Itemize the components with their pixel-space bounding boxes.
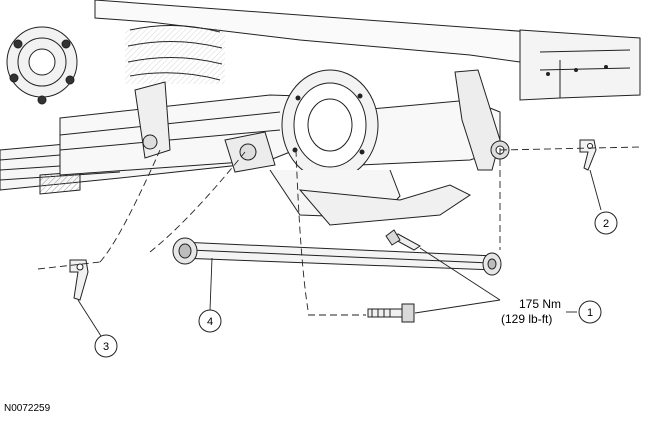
bracket-right bbox=[579, 139, 597, 171]
callout-2-label: 2 bbox=[603, 218, 609, 230]
lower-trailing-arm bbox=[172, 237, 502, 276]
callout-4: 4 bbox=[198, 309, 222, 333]
shock-absorber bbox=[454, 69, 501, 171]
callout-1-label: 1 bbox=[587, 307, 593, 319]
leader-lines bbox=[77, 169, 602, 337]
coil-spring bbox=[125, 25, 225, 84]
bolt-upper bbox=[385, 229, 421, 251]
arm-bracket bbox=[298, 184, 471, 226]
figure-id: N0072259 bbox=[4, 403, 51, 414]
torque-imperial: (129 lb-ft) bbox=[501, 312, 552, 326]
bracket-left bbox=[69, 259, 89, 301]
wheel-hub bbox=[6, 26, 78, 105]
callout-3: 3 bbox=[94, 334, 118, 358]
chassis-artwork bbox=[0, 0, 641, 226]
callout-3-label: 3 bbox=[103, 341, 109, 353]
bolt-lower bbox=[367, 303, 415, 323]
torque-metric: 175 Nm bbox=[519, 297, 561, 311]
alignment-lines bbox=[37, 146, 641, 316]
callout-4-label: 4 bbox=[207, 316, 213, 328]
callout-2: 2 bbox=[594, 211, 618, 235]
callout-1: 1 bbox=[578, 300, 602, 324]
frame-crossmember bbox=[519, 29, 641, 101]
